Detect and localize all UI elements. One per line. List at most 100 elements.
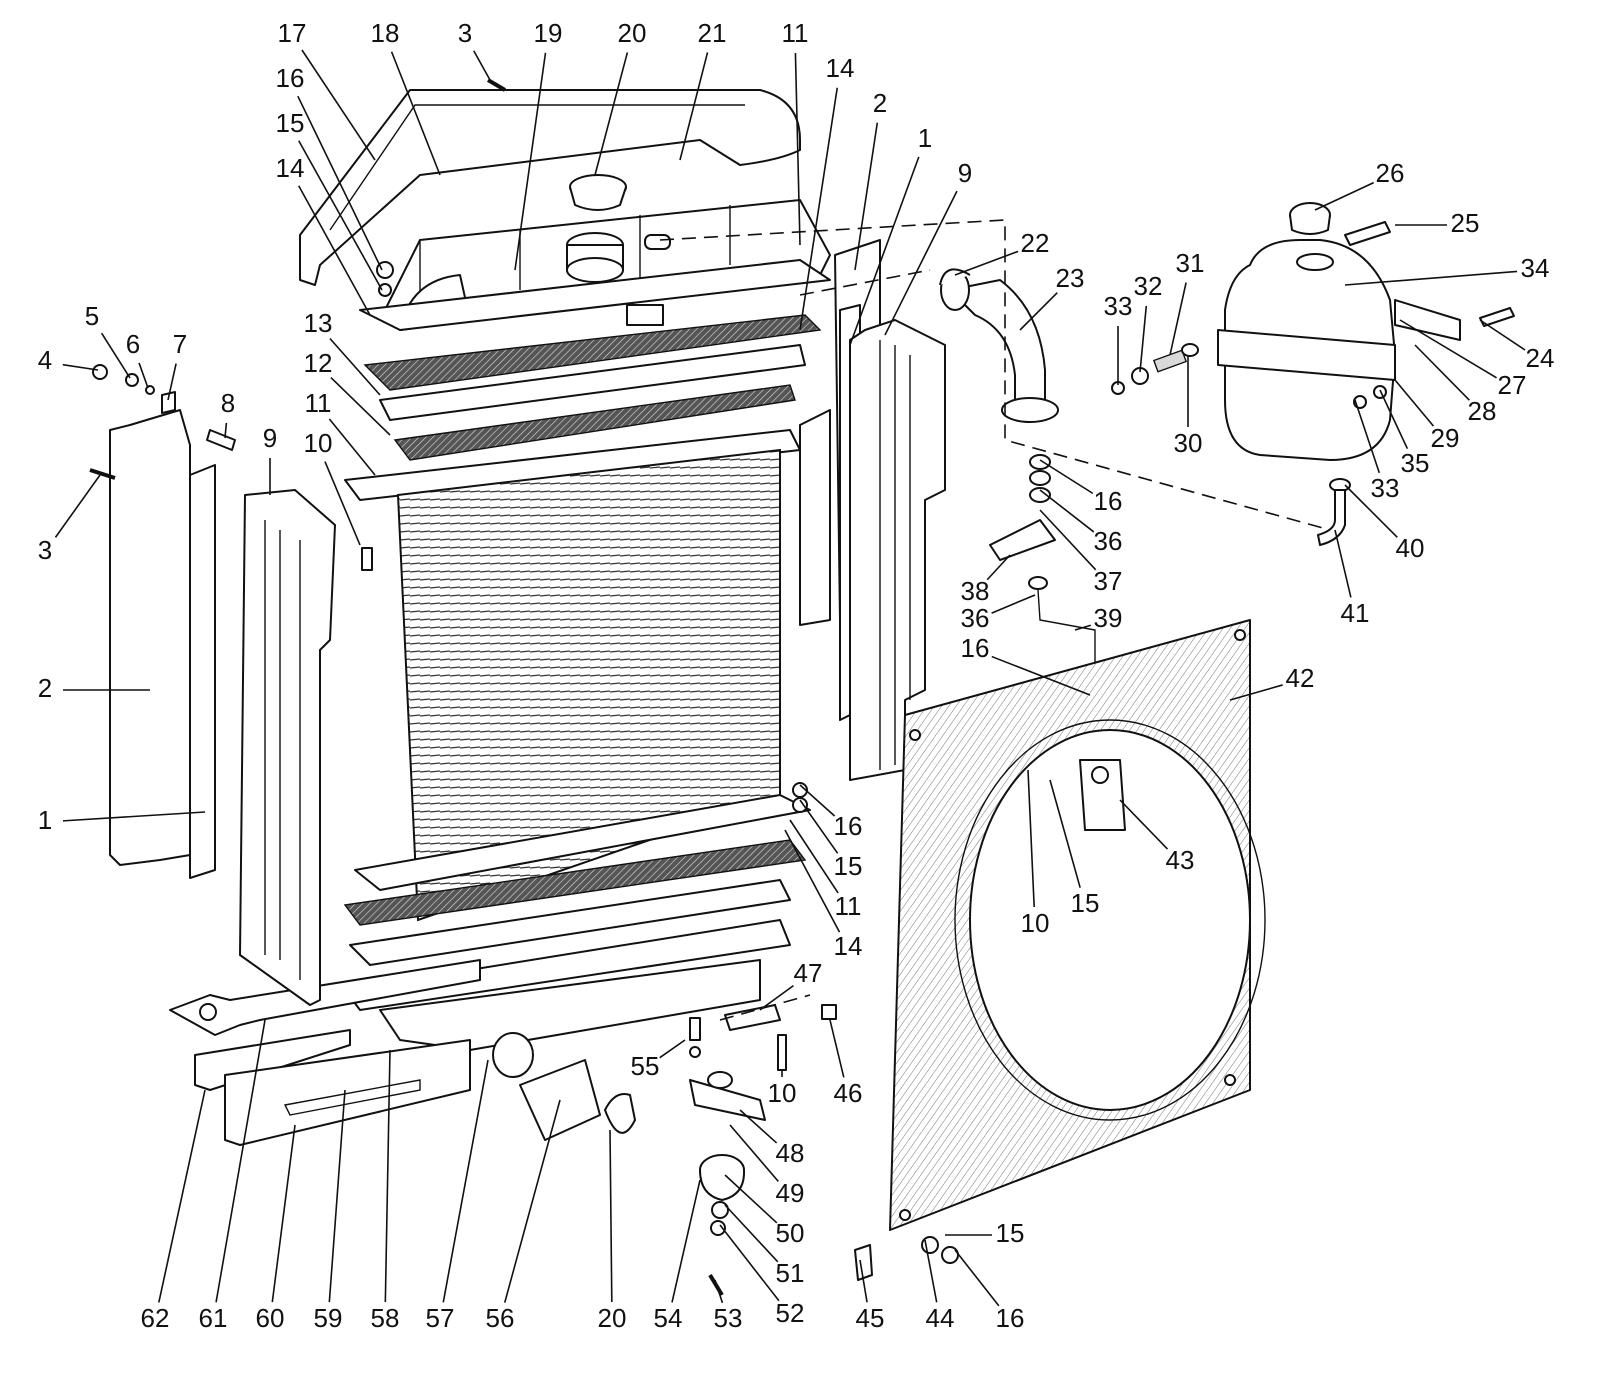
callout-18: 18: [371, 18, 400, 48]
leader-line-46: [829, 1019, 845, 1078]
leader-line-29: [1394, 379, 1435, 427]
leader-line-33: [1354, 399, 1381, 474]
callout-9: 9: [958, 158, 972, 188]
leader-line-20: [594, 52, 629, 176]
callout-36: 36: [1094, 526, 1123, 556]
leader-line-58: [384, 1049, 391, 1303]
lower-gaskets: [343, 794, 811, 1051]
callout-59: 59: [314, 1303, 343, 1333]
callout-15: 15: [834, 851, 863, 881]
leader-line-11: [794, 52, 801, 246]
callout-49: 49: [776, 1178, 805, 1208]
leader-line-40: [1344, 484, 1398, 538]
small-fasteners-left: [89, 78, 808, 813]
callout-6: 6: [126, 329, 140, 359]
leader-line-60: [271, 1124, 296, 1303]
leader-line-1: [62, 811, 206, 822]
leader-line-17: [301, 49, 376, 161]
leader-line-16: [954, 1249, 1000, 1307]
leader-line-34: [1344, 270, 1518, 286]
callout-15: 15: [1071, 888, 1100, 918]
callout-48: 48: [776, 1138, 805, 1168]
leader-line-20: [609, 1129, 613, 1303]
callout-19: 19: [534, 18, 563, 48]
leader-line-45: [859, 1259, 868, 1303]
leader-line-14: [799, 87, 839, 331]
leader-line-50: [724, 1174, 778, 1224]
callout-13: 13: [304, 308, 333, 338]
callout-35: 35: [1401, 448, 1430, 478]
leader-line-35: [1379, 389, 1409, 450]
callout-56: 56: [486, 1303, 515, 1333]
lower-hose: [492, 1032, 636, 1141]
callout-27: 27: [1498, 370, 1527, 400]
leader-line-14: [297, 185, 371, 316]
callout-52: 52: [776, 1298, 805, 1328]
callout-3: 3: [458, 18, 472, 48]
lower-fittings: [689, 1004, 959, 1297]
callout-40: 40: [1396, 533, 1425, 563]
callout-20: 20: [598, 1303, 627, 1333]
callout-1: 1: [918, 123, 932, 153]
callout-16: 16: [834, 811, 863, 841]
upper-hose: [939, 268, 1059, 423]
leader-line-19: [514, 52, 547, 271]
callout-2: 2: [873, 88, 887, 118]
leader-line-39: [1074, 624, 1092, 631]
leader-line-52: [719, 1224, 780, 1302]
leader-line-43: [1119, 799, 1169, 850]
right-side-panels: [799, 239, 946, 781]
leader-line-57: [442, 1059, 489, 1303]
callout-25: 25: [1451, 208, 1480, 238]
leader-line-1: [849, 156, 920, 346]
leader-line-11: [789, 819, 839, 894]
leader-line-15: [1049, 779, 1081, 888]
callout-31: 31: [1176, 248, 1205, 278]
leader-line-47: [759, 984, 794, 1011]
callout-46: 46: [834, 1078, 863, 1108]
leader-line-37: [1039, 509, 1097, 571]
callout-26: 26: [1376, 158, 1405, 188]
callout-20: 20: [618, 18, 647, 48]
leader-line-7: [167, 363, 177, 401]
leader-line-11: [328, 418, 376, 476]
callout-57: 57: [426, 1303, 455, 1333]
callout-39: 39: [1094, 603, 1123, 633]
leader-line-48: [739, 1109, 778, 1144]
leader-line-26: [1314, 181, 1375, 211]
leader-line-3: [473, 50, 491, 81]
callout-11: 11: [835, 891, 862, 921]
callout-23: 23: [1056, 263, 1085, 293]
callout-14: 14: [276, 153, 305, 183]
leader-line-15: [298, 140, 383, 291]
callout-44: 44: [926, 1303, 955, 1333]
leader-line-61: [215, 1019, 266, 1303]
callout-32: 32: [1134, 271, 1163, 301]
leader-line-15: [799, 799, 839, 854]
leader-line-38: [986, 554, 1011, 581]
callout-10: 10: [304, 428, 333, 458]
callout-60: 60: [256, 1303, 285, 1333]
leader-line-18: [390, 51, 441, 176]
callout-4: 4: [38, 345, 52, 375]
callout-14: 14: [834, 931, 863, 961]
leader-line-4: [62, 363, 99, 371]
leader-line-31: [1169, 282, 1187, 356]
upper-gaskets: [344, 259, 831, 501]
callout-33: 33: [1371, 473, 1400, 503]
leader-line-44: [924, 1239, 938, 1303]
leader-line-36: [991, 594, 1036, 614]
callout-33: 33: [1104, 291, 1133, 321]
leader-line-14: [784, 829, 841, 933]
left-side-panels: [109, 409, 336, 1006]
callout-11: 11: [305, 388, 332, 418]
callout-10: 10: [768, 1078, 797, 1108]
leader-line-16: [297, 95, 383, 271]
leader-line-12: [330, 376, 391, 436]
callout-41: 41: [1341, 598, 1370, 628]
leader-line-16: [799, 784, 836, 817]
leader-line-53: [714, 1279, 724, 1304]
leader-line-28: [1414, 344, 1470, 401]
callout-50: 50: [776, 1218, 805, 1248]
